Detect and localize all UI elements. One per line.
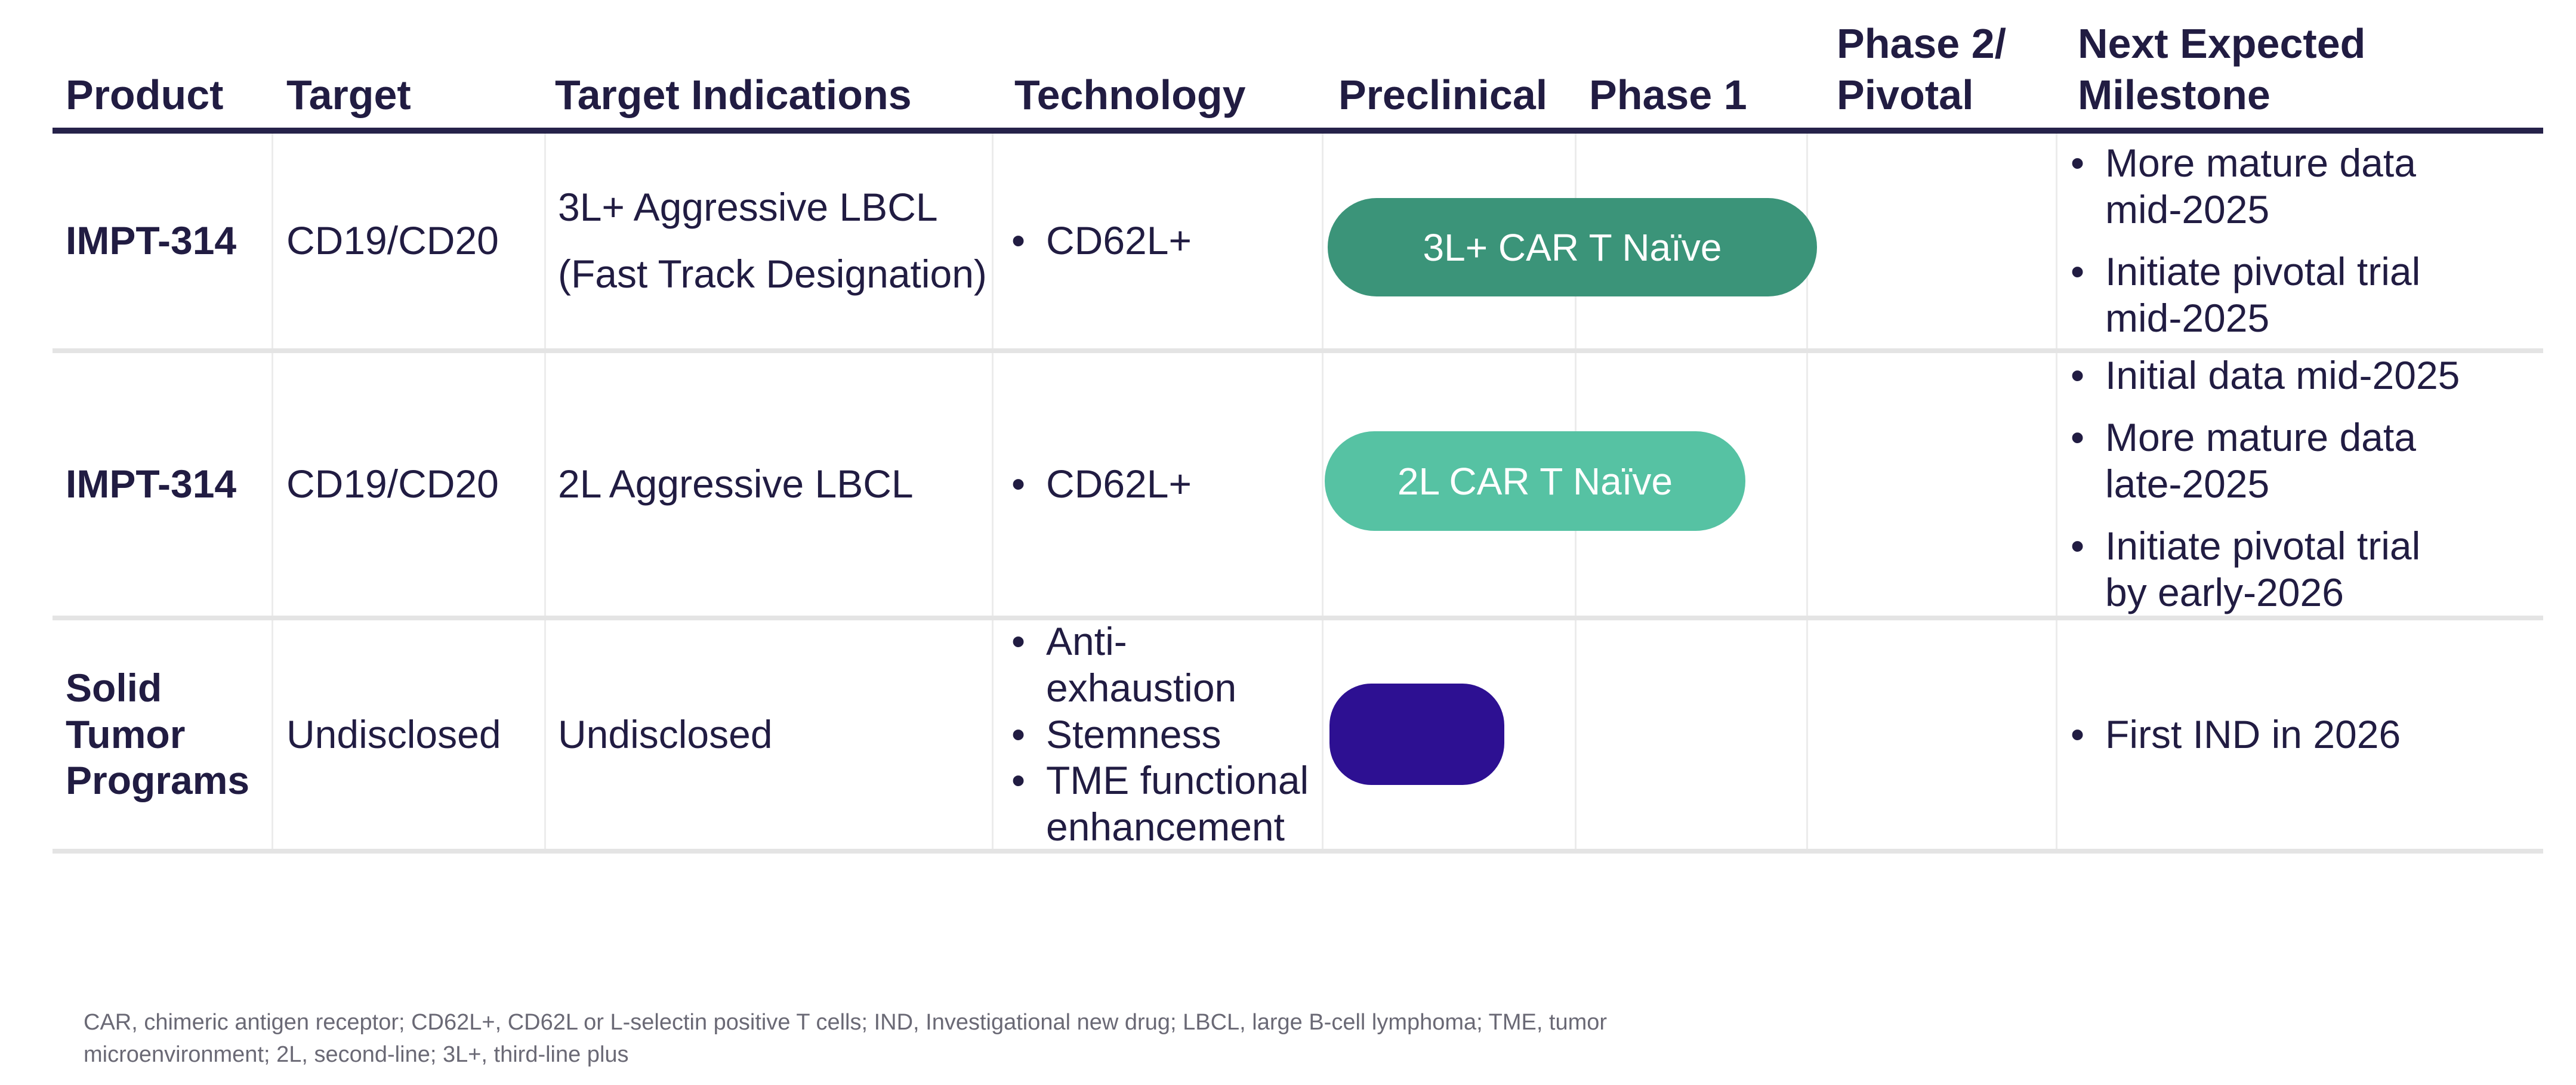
milestone-line: More mature data xyxy=(2105,415,2416,460)
list-item: More mature data late-2025 xyxy=(2071,415,2545,508)
technology-line: exhaustion xyxy=(1046,665,1237,710)
indication-line: Undisclosed xyxy=(558,712,773,756)
list-item: Initial data mid-2025 xyxy=(2071,353,2545,399)
column-header-preclinical: Preclinical xyxy=(1338,6,1571,120)
column-header-phase-1: Phase 1 xyxy=(1589,6,1803,120)
milestone-list: More mature data mid-2025 Initiate pivot… xyxy=(2071,140,2545,342)
list-item: More mature data mid-2025 xyxy=(2071,140,2545,233)
milestone-line: Initiate pivotal trial xyxy=(2105,523,2421,568)
header-label-line: Phase 2/ xyxy=(1837,20,2007,67)
milestone-cell: Initial data mid-2025 More mature data l… xyxy=(2071,353,2545,616)
column-header-target: Target xyxy=(286,6,540,120)
column-divider xyxy=(1322,134,1324,849)
column-divider xyxy=(544,134,546,849)
header-label-line: Milestone xyxy=(2078,71,2270,118)
technology-list: CD62L+ xyxy=(1011,461,1319,508)
product-name-line: Solid xyxy=(66,665,162,710)
technology-line: Stemness xyxy=(1046,712,1221,756)
product-name: IMPT-314 xyxy=(66,218,237,263)
column-divider xyxy=(992,134,994,849)
target-cell: CD19/CD20 xyxy=(286,353,542,616)
technology-cell: CD62L+ xyxy=(1011,353,1319,616)
milestone-line: late-2025 xyxy=(2105,462,2270,506)
column-header-next-expected-milestone: Next Expected Milestone xyxy=(2078,6,2537,120)
row-divider xyxy=(53,348,2543,353)
pill-label: 3L+ CAR T Naïve xyxy=(1423,225,1722,269)
header-label: Target xyxy=(286,71,411,118)
milestone-cell: First IND in 2026 xyxy=(2071,620,2545,849)
indication-line: 3L+ Aggressive LBCL xyxy=(558,185,938,230)
header-label: Phase 1 xyxy=(1589,71,1747,118)
target-cell: Undisclosed xyxy=(286,620,542,849)
list-item: Initiate pivotal trial mid-2025 xyxy=(2071,249,2545,342)
technology-item: CD62L+ xyxy=(1046,218,1192,263)
technology-list: Anti- exhaustion Stemness TME functional… xyxy=(1011,619,1319,851)
list-item: CD62L+ xyxy=(1011,218,1319,264)
milestone-line: by early-2026 xyxy=(2105,570,2344,614)
list-item: Initiate pivotal trial by early-2026 xyxy=(2071,523,2545,616)
column-header-target-indications: Target Indications xyxy=(555,6,988,120)
column-header-technology: Technology xyxy=(1014,6,1316,120)
header-underline xyxy=(53,128,2543,134)
product-name-line: Programs xyxy=(66,758,250,803)
milestone-line: mid-2025 xyxy=(2105,187,2270,232)
technology-line: TME functional xyxy=(1046,758,1309,803)
header-label-line: Next Expected xyxy=(2078,20,2366,67)
milestone-line: mid-2025 xyxy=(2105,295,2270,340)
product-cell: IMPT-314 xyxy=(66,353,269,616)
header-label: Technology xyxy=(1014,71,1246,118)
list-item: Anti- exhaustion xyxy=(1011,619,1319,712)
technology-list: CD62L+ xyxy=(1011,218,1319,264)
footnote-line: CAR, chimeric antigen receptor; CD62L+, … xyxy=(84,1010,1608,1035)
target-cell: CD19/CD20 xyxy=(286,134,542,348)
column-divider xyxy=(2056,134,2057,849)
product-cell: Solid Tumor Programs xyxy=(66,620,269,849)
footnote-line: microenvironment; 2L, second-line; 3L+, … xyxy=(84,1041,629,1067)
header-label: Target Indications xyxy=(555,71,912,118)
target-indications-cell: Undisclosed xyxy=(558,620,991,849)
product-name-line: Tumor xyxy=(66,712,186,756)
row-divider xyxy=(53,849,2543,854)
list-item: CD62L+ xyxy=(1011,461,1319,508)
list-item: First IND in 2026 xyxy=(2071,712,2545,758)
phase-pill-preclinical-solid-tumor xyxy=(1329,684,1504,785)
phase-pill-3l-car-t-naive: 3L+ CAR T Naïve xyxy=(1328,198,1817,296)
indication-line: 2L Aggressive LBCL xyxy=(558,462,914,506)
milestone-line: First IND in 2026 xyxy=(2105,712,2401,756)
column-header-product: Product xyxy=(66,6,269,120)
column-divider xyxy=(272,134,273,849)
technology-item: CD62L+ xyxy=(1046,462,1192,506)
target-value: CD19/CD20 xyxy=(286,462,499,506)
list-item: TME functional enhancement xyxy=(1011,758,1319,851)
milestone-list: First IND in 2026 xyxy=(2071,712,2545,758)
target-value: CD19/CD20 xyxy=(286,218,499,263)
milestone-cell: More mature data mid-2025 Initiate pivot… xyxy=(2071,134,2545,348)
target-indications-cell: 2L Aggressive LBCL xyxy=(558,353,991,616)
indication-line: (Fast Track Designation) xyxy=(558,252,987,296)
product-cell: IMPT-314 xyxy=(66,134,269,348)
technology-line: enhancement xyxy=(1046,805,1285,849)
product-name: IMPT-314 xyxy=(66,462,237,506)
column-divider xyxy=(1806,134,1808,849)
header-label: Product xyxy=(66,71,224,118)
column-header-phase-2-pivotal: Phase 2/ Pivotal xyxy=(1837,6,2051,120)
header-label: Preclinical xyxy=(1338,71,1548,118)
milestone-line: Initiate pivotal trial xyxy=(2105,249,2421,293)
pill-label: 2L CAR T Naïve xyxy=(1397,459,1673,503)
phase-pill-2l-car-t-naive: 2L CAR T Naïve xyxy=(1325,431,1745,531)
abbreviations-footnote: CAR, chimeric antigen receptor; CD62L+, … xyxy=(84,1007,1909,1071)
technology-line: Anti- xyxy=(1046,619,1127,663)
header-label-line: Pivotal xyxy=(1837,71,1974,118)
milestone-line: Initial data mid-2025 xyxy=(2105,353,2460,398)
target-indications-cell: 3L+ Aggressive LBCL (Fast Track Designat… xyxy=(558,134,991,348)
target-value: Undisclosed xyxy=(286,712,501,756)
milestone-line: More mature data xyxy=(2105,141,2416,186)
list-item: Stemness xyxy=(1011,712,1319,758)
technology-cell: CD62L+ xyxy=(1011,134,1319,348)
milestone-list: Initial data mid-2025 More mature data l… xyxy=(2071,353,2545,616)
technology-cell: Anti- exhaustion Stemness TME functional… xyxy=(1011,619,1319,851)
